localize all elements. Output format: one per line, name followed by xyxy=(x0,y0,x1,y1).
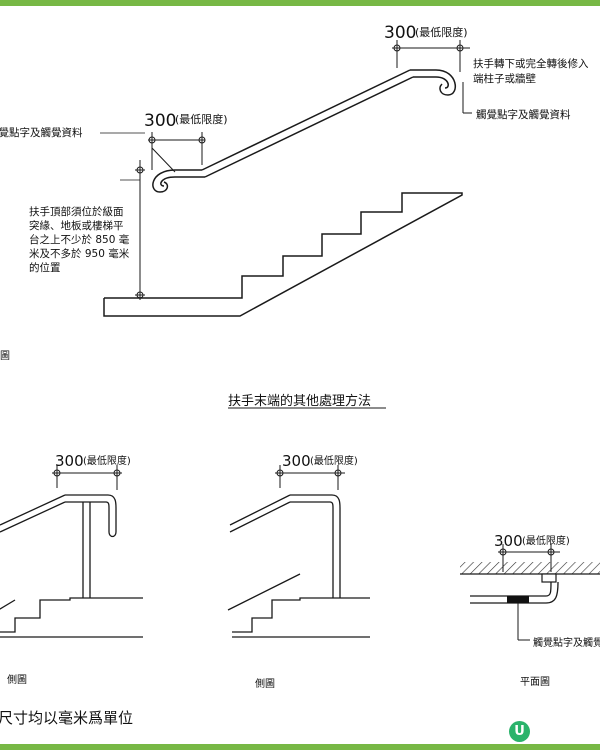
lower-middle-dim-note: (最低限度) xyxy=(310,454,358,467)
footer-units-note: 尺寸均以毫米爲單位 xyxy=(0,709,133,727)
upper-height-note-line-1: 扶手頂部須位於級面 xyxy=(29,205,124,218)
lower-left-stairs xyxy=(0,597,143,633)
upper-right-note-line-1: 扶手轉下或完全轉後修入 xyxy=(473,57,589,70)
upper-stair-outline xyxy=(103,192,463,317)
upper-diagram xyxy=(100,40,472,317)
upper-height-note-line-2: 突緣、地板或樓梯平 xyxy=(29,219,124,232)
upper-height-note-line-4: 米及不多於 950 毫米 xyxy=(29,247,130,260)
bottom-frame-bar xyxy=(0,744,600,750)
lower-left-diagram xyxy=(0,465,143,638)
lower-middle-dimension xyxy=(275,465,345,490)
top-frame-bar xyxy=(0,0,600,6)
upper-right-note-line-2: 端柱子或牆壁 xyxy=(473,72,536,85)
lower-middle-view-label: 側圖 xyxy=(255,677,275,690)
upper-height-note-line-5: 的位置 xyxy=(29,261,61,274)
wall-hatch xyxy=(460,562,600,574)
upper-tactile-left: 觸覺點字及觸覺資料 xyxy=(0,126,83,139)
wall-bracket xyxy=(541,573,557,583)
lower-middle-diagram xyxy=(227,465,370,638)
upper-height-note-line-3: 台之上不少於 850 毫 xyxy=(29,233,130,246)
upper-mid-dimension xyxy=(100,132,206,173)
brand-logo: U xyxy=(509,721,530,742)
lower-left-dimension xyxy=(52,465,122,490)
upper-view-label: 圖 xyxy=(0,350,10,362)
lower-right-dim-note: (最低限度) xyxy=(522,534,570,547)
upper-mid-dim-value: 300 xyxy=(144,111,176,131)
upper-mid-dim-note: (最低限度) xyxy=(175,112,228,126)
upper-top-dimension xyxy=(392,40,472,114)
upper-top-dim-note: (最低限度) xyxy=(415,25,468,39)
lower-middle-handrail xyxy=(229,494,341,598)
upper-top-dim-value: 300 xyxy=(384,23,416,43)
lower-middle-dim-value: 300 xyxy=(282,452,311,470)
tactile-marker xyxy=(507,596,529,603)
lower-left-dim-note: (最低限度) xyxy=(83,454,131,467)
section-title: 扶手末端的其他處理方法 xyxy=(228,393,371,409)
lower-left-handrail xyxy=(0,494,117,598)
upper-handrail xyxy=(152,69,457,193)
lower-right-dimension xyxy=(498,544,560,641)
upper-tactile-right: 觸覺點字及觸覺資料 xyxy=(476,108,571,121)
lower-right-dim-value: 300 xyxy=(494,532,523,550)
lower-left-view-label: 側圖 xyxy=(7,673,27,686)
upper-height-dimension xyxy=(120,160,145,300)
lower-right-view-label: 平面圖 xyxy=(520,676,550,688)
lower-middle-stairs xyxy=(232,597,370,633)
lower-left-dim-value: 300 xyxy=(55,452,84,470)
lower-right-diagram xyxy=(460,544,600,641)
lower-right-tactile: 觸覺點字及觸覺資料 xyxy=(533,636,600,649)
